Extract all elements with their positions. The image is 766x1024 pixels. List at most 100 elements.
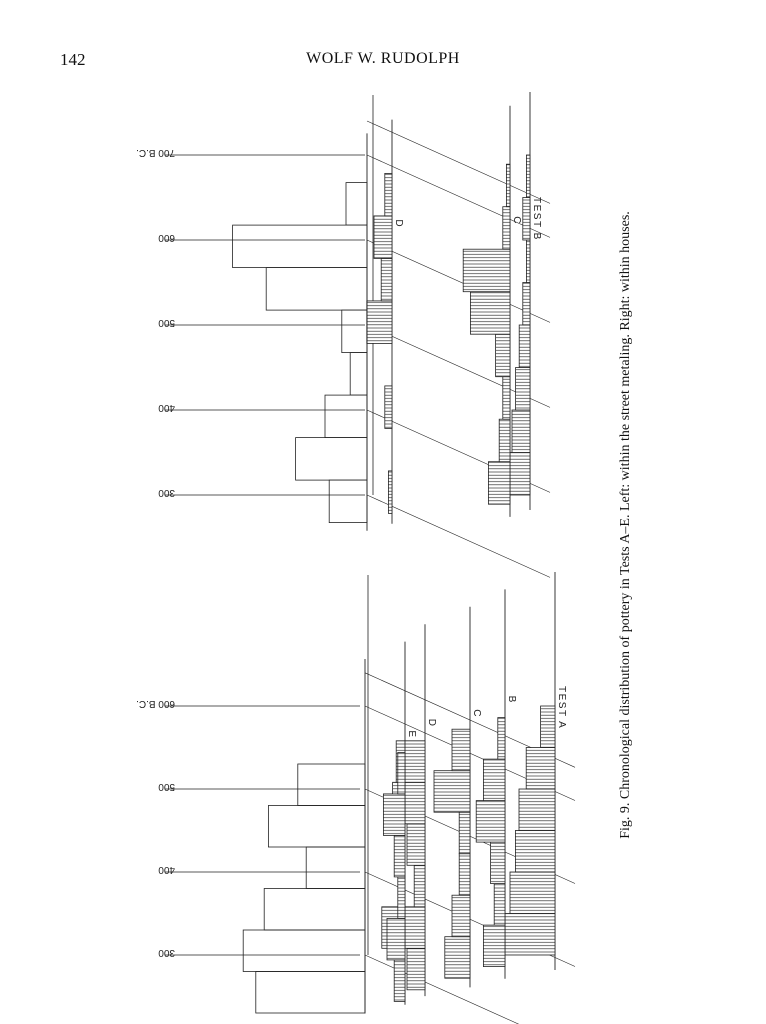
left-bar-b <box>497 717 506 760</box>
right-bar-total <box>328 479 368 524</box>
left-bar-c <box>458 811 471 855</box>
right-guide-line <box>366 494 551 578</box>
right-bar-test-b <box>526 154 531 198</box>
caption-prefix: Fig. 9. <box>618 802 633 839</box>
right-bar-d <box>380 257 393 302</box>
left-bar-test-a <box>504 913 556 956</box>
left-series-label-c: C <box>471 709 482 718</box>
right-bar-test-b <box>515 367 531 411</box>
left-series-total <box>242 659 366 1014</box>
right-bar-d <box>387 470 393 514</box>
left-bar-c <box>451 728 471 772</box>
left-bar-e <box>397 752 406 795</box>
right-bar-d <box>384 172 393 217</box>
left-bar-d <box>406 823 426 866</box>
left-bar-test-a <box>515 830 556 873</box>
running-head: WOLF W. RUDOLPH <box>306 50 460 67</box>
right-series-label-d: D <box>393 219 404 228</box>
page-number: 142 <box>60 50 86 69</box>
left-bar-test-a <box>525 747 556 790</box>
right-series-test-b: TEST B <box>504 92 542 510</box>
left-series-label-d: D <box>426 719 437 728</box>
right-bar-c <box>487 461 511 505</box>
left-bar-b <box>490 841 506 884</box>
right-bar-c <box>502 376 511 420</box>
left-bar-d <box>406 947 426 991</box>
left-bar-total <box>242 929 366 972</box>
right-bar-c <box>469 291 511 335</box>
left-bar-total <box>297 763 366 806</box>
left-series-label-e: E <box>406 730 417 738</box>
caption-area: Fig. 9. Chronological distribution of po… <box>614 180 638 870</box>
right-bar-c <box>498 418 511 463</box>
caption-text: Chronological distribution of pottery in… <box>618 211 633 800</box>
figure-caption: Fig. 9. Chronological distribution of po… <box>618 180 634 870</box>
left-series-label-test-a: TEST A <box>556 686 567 729</box>
right-tick-label: 600 <box>158 232 175 243</box>
right-tick-label: 300 <box>158 487 175 498</box>
left-bar-e <box>393 835 406 878</box>
right-bar-c <box>462 248 511 293</box>
left-tick-label: 500 <box>158 781 175 792</box>
left-bar-total <box>267 805 366 848</box>
left-bar-test-a <box>509 871 556 914</box>
left-series-label-b: B <box>506 696 517 704</box>
right-tick-label: 500 <box>158 317 175 328</box>
right-bar-total <box>232 224 368 269</box>
right-bar-test-b <box>522 197 531 241</box>
right-bar-total <box>345 182 368 226</box>
right-bar-test-b <box>511 409 531 453</box>
left-bar-e <box>386 918 406 961</box>
right-panel: 300 400 500 600 700 B.C. TEST B C D <box>136 92 551 578</box>
right-guide-line <box>366 154 551 238</box>
right-series-c: C <box>462 105 522 517</box>
left-bar-e <box>382 793 406 836</box>
left-bar-c <box>444 936 471 979</box>
left-bar-total <box>263 888 366 931</box>
left-bar-c <box>433 770 471 813</box>
left-bar-b <box>475 800 506 843</box>
right-series-total <box>232 133 368 531</box>
left-tick-label: 600 B.C. <box>136 698 175 709</box>
right-bar-total <box>324 394 368 439</box>
left-bar-test-a <box>518 788 556 831</box>
right-bar-total <box>265 267 368 311</box>
left-bar-c <box>458 853 471 896</box>
right-guide-line <box>366 120 551 204</box>
right-bar-d <box>373 215 393 259</box>
left-bar-total <box>255 971 366 1014</box>
right-tick-label: 700 B.C. <box>136 147 175 158</box>
left-tick-label: 300 <box>158 947 175 958</box>
right-series-d: D <box>366 119 404 524</box>
left-tick-label: 400 <box>158 864 175 875</box>
right-bar-c <box>505 163 511 208</box>
left-series-e: E <box>382 641 417 1005</box>
right-bar-total <box>295 437 368 481</box>
left-bar-total <box>305 846 366 889</box>
right-bar-c <box>502 206 511 250</box>
left-bar-b <box>493 883 506 926</box>
right-bar-d <box>384 385 393 429</box>
left-panel: 300 400 500 600 B.C. TEST A B C D E <box>136 572 576 1024</box>
right-series-label-c: C <box>511 216 522 225</box>
right-bar-total <box>349 352 368 396</box>
right-bar-test-b <box>526 239 531 283</box>
left-bar-test-a <box>540 705 556 748</box>
left-bar-d <box>413 864 426 908</box>
left-bar-e <box>393 959 406 1002</box>
left-series-test-a: TEST A <box>504 572 567 970</box>
left-bar-b <box>482 924 506 967</box>
left-bar-c <box>451 894 471 938</box>
right-bar-total <box>341 309 368 354</box>
left-bar-b <box>482 758 506 801</box>
right-bar-test-b <box>522 282 531 326</box>
right-series-label-test-b: TEST B <box>531 197 542 241</box>
left-series-b: B <box>475 589 517 979</box>
right-guide-line <box>366 239 551 323</box>
right-tick-label: 400 <box>158 402 175 413</box>
left-series-c: C <box>433 606 482 988</box>
right-bar-test-b <box>518 324 531 368</box>
left-bar-e <box>397 876 406 919</box>
right-bar-d <box>366 300 393 344</box>
